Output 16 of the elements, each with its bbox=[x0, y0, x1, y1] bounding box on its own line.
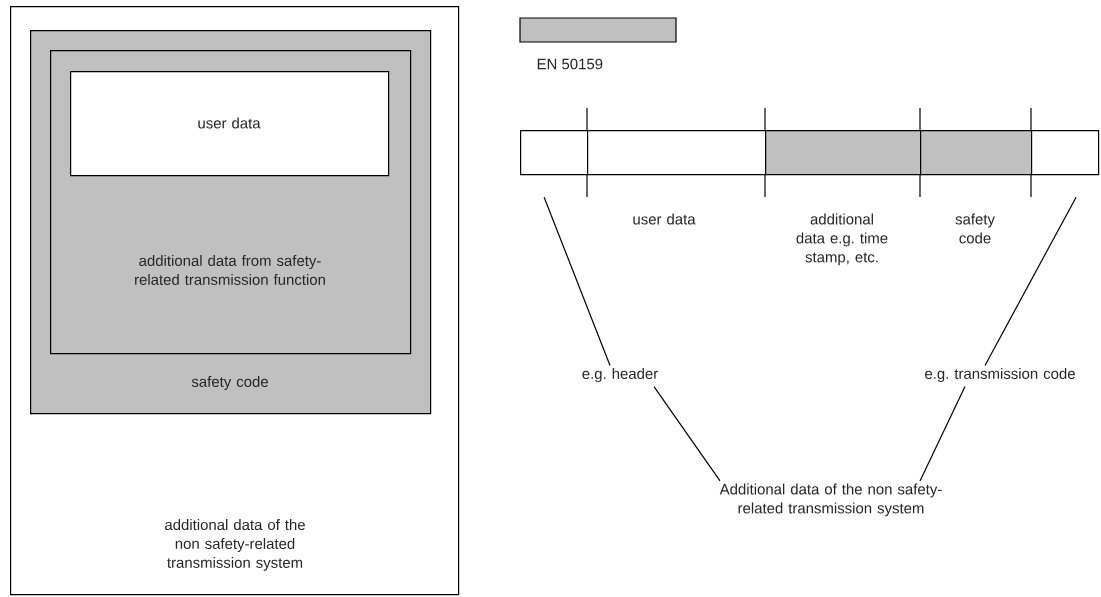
callout-text: Additional data of the non safety-related transmission system bbox=[719, 483, 942, 517]
leader-line bbox=[653, 385, 721, 482]
frame-cell bbox=[765, 130, 922, 176]
leader-line bbox=[543, 196, 611, 367]
data-box: user data bbox=[70, 71, 390, 177]
cell-label: user data bbox=[633, 213, 696, 225]
cell-label: safety code bbox=[955, 213, 995, 244]
cell-label: additional data e.g. time stamp, etc. bbox=[796, 213, 888, 266]
callout-text: e.g. transmission code bbox=[925, 368, 1075, 382]
legend-label: EN 50159 bbox=[537, 58, 603, 70]
frame-cell bbox=[1031, 130, 1100, 176]
frame-cell bbox=[520, 130, 589, 176]
callout-text: e.g. header bbox=[582, 368, 658, 382]
frame-cell bbox=[920, 130, 1033, 176]
leader-line bbox=[919, 385, 966, 482]
leader-line bbox=[984, 196, 1077, 367]
